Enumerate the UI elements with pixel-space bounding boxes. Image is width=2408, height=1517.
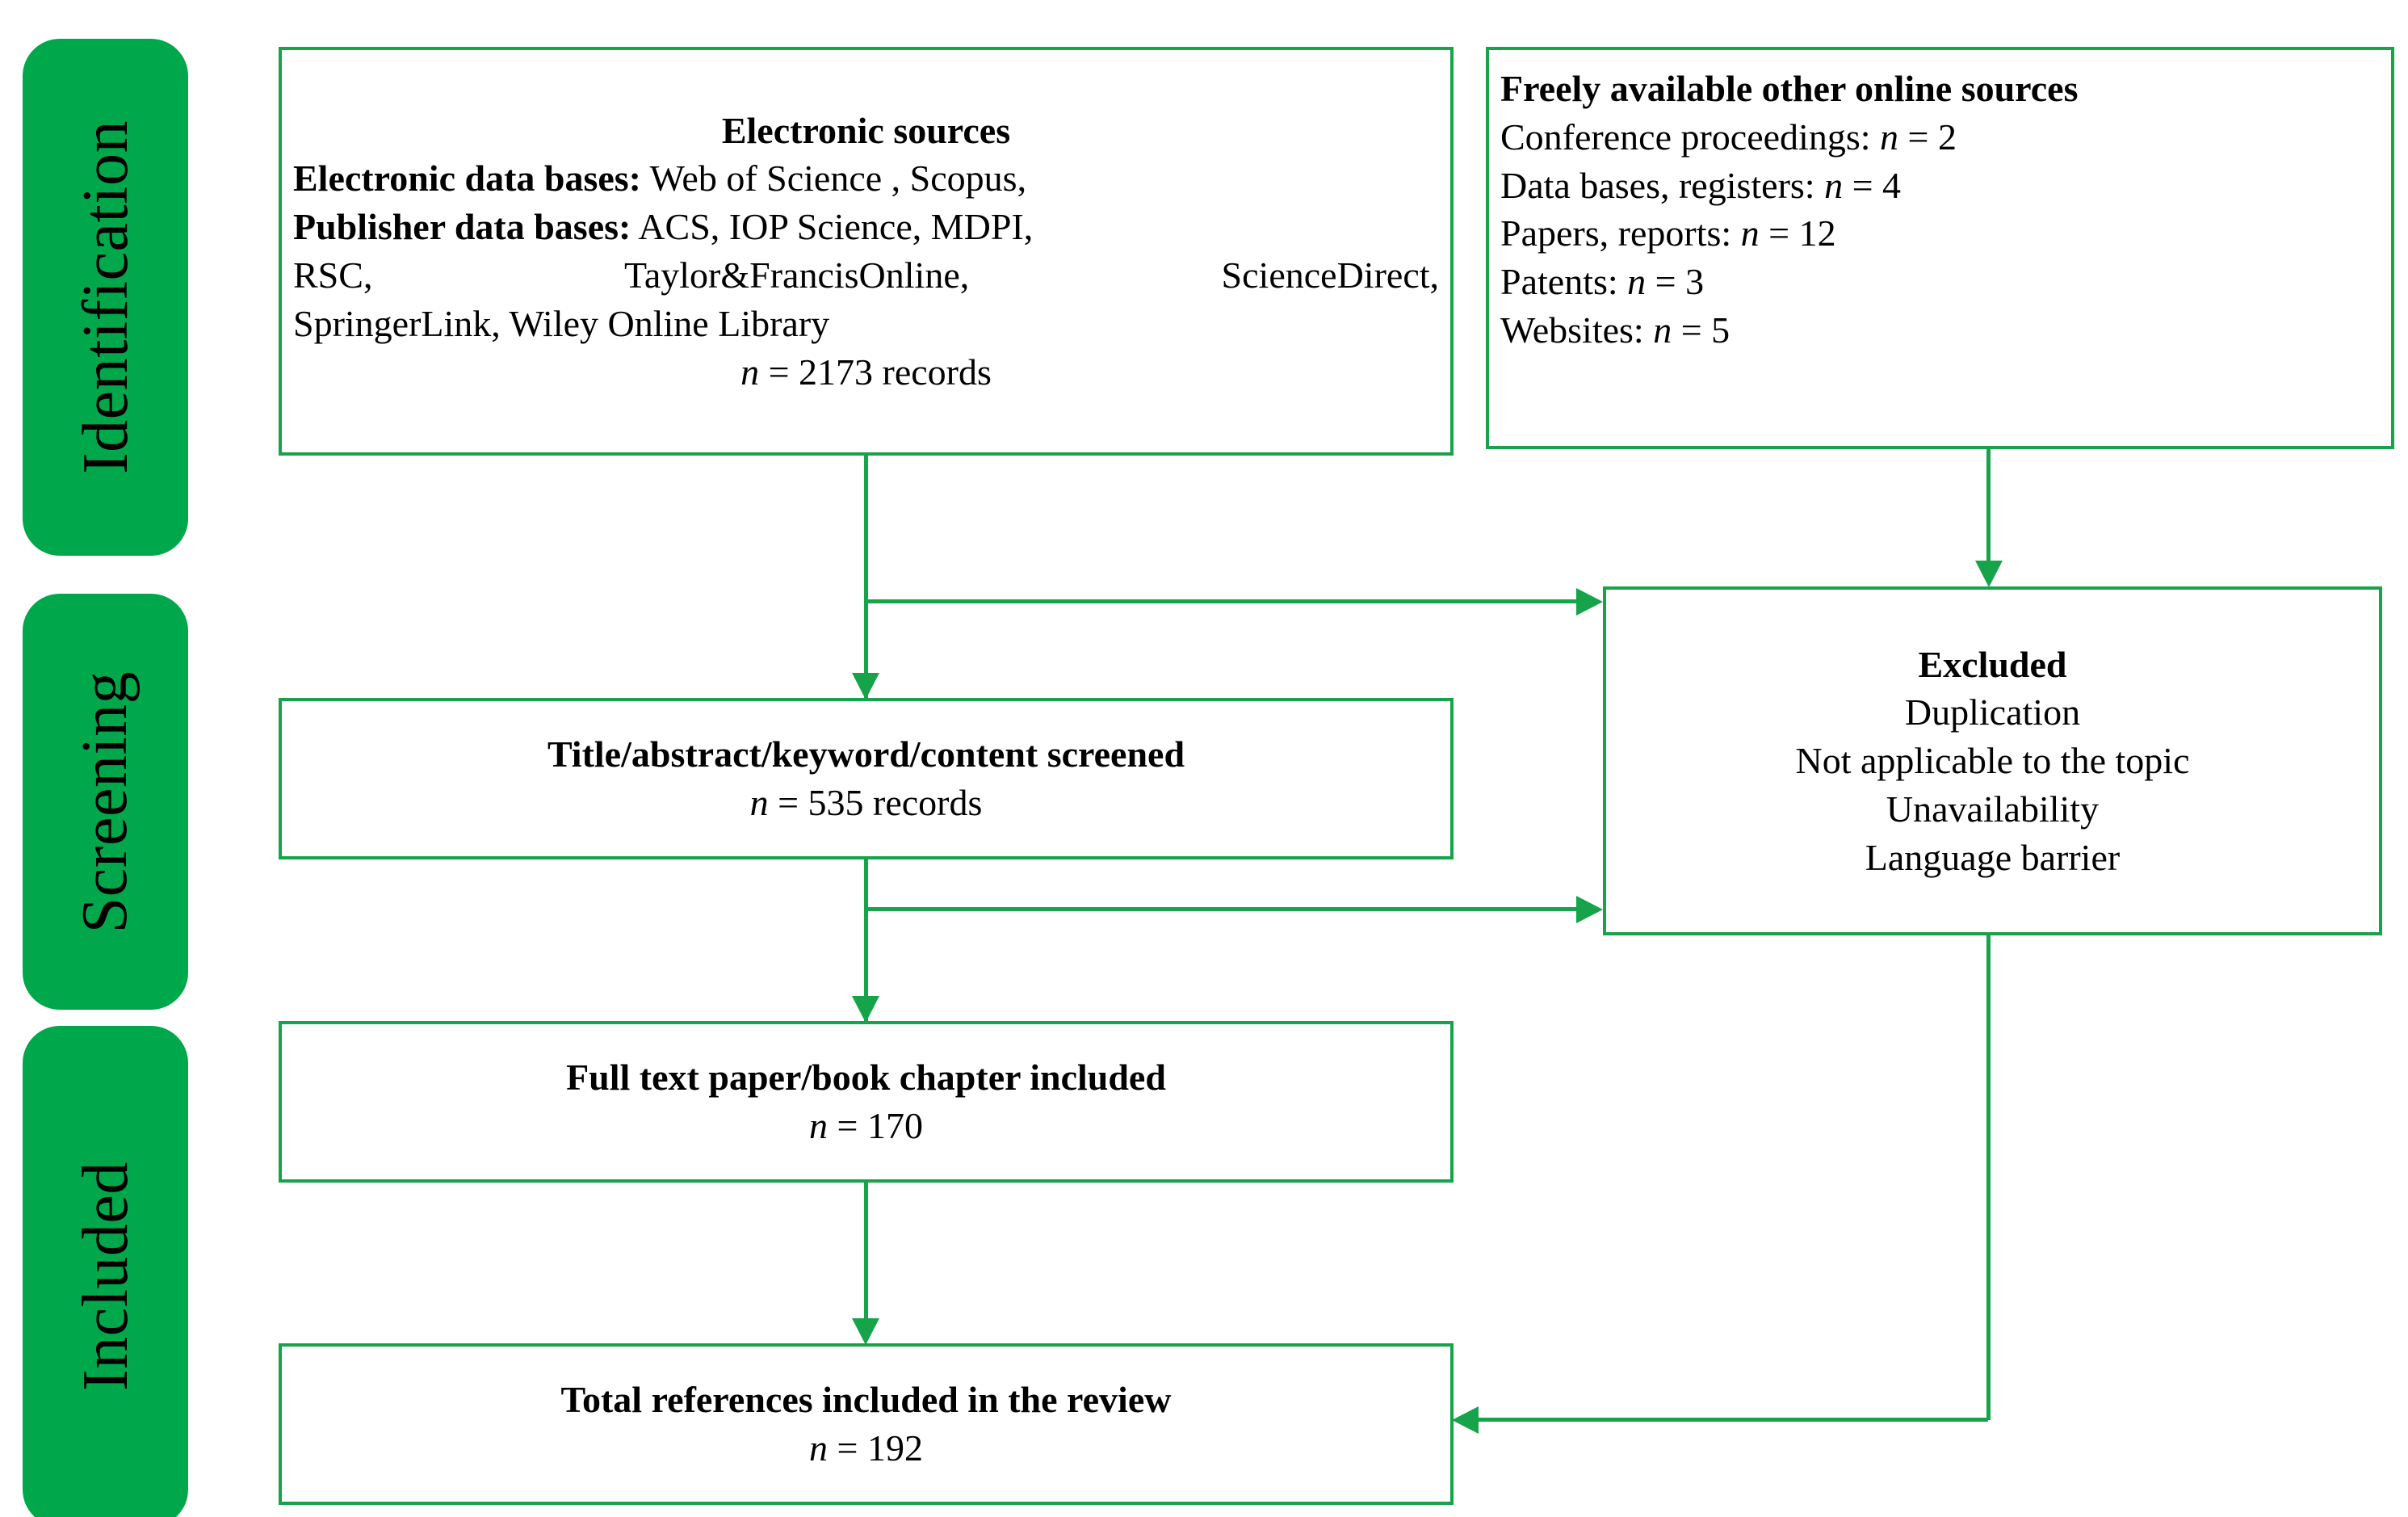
- connector-full-text-to-total-arrow: [852, 1318, 879, 1345]
- publisher-cont-sciencedirect: ScienceDirect,: [1221, 254, 1440, 296]
- stage-pill-identification: Identification: [23, 39, 188, 556]
- other-sources-item-value: = 3: [1646, 261, 1705, 303]
- other-sources-item-n: n: [1740, 212, 1760, 254]
- screened-count-value: = 535 records: [768, 782, 983, 823]
- electronic-sources-heading: Electronic sources: [721, 109, 1011, 151]
- other-sources-item-n: n: [1627, 261, 1647, 303]
- publisher-databases-line: Publisher data bases: ACS, IOP Science, …: [293, 203, 1439, 251]
- publisher-databases-continuation-2: SpringerLink, Wiley Online Library: [293, 302, 830, 344]
- connector-screened-to-excluded-arrow: [1576, 896, 1603, 923]
- other-sources-item: Data bases, registers: n = 4: [1500, 162, 2380, 210]
- connector-screened-down-trunk: [864, 859, 868, 1021]
- box-other-online-sources: Freely available other online sources Co…: [1486, 47, 2394, 449]
- electronic-databases-label: Electronic data bases:: [293, 158, 642, 200]
- other-sources-item-label: Papers, reports:: [1500, 212, 1741, 254]
- box-electronic-sources: Electronic sources Electronic data bases…: [279, 47, 1454, 456]
- other-sources-item-n: n: [1880, 116, 1899, 158]
- screened-count-n: n: [749, 782, 769, 823]
- electronic-databases-line: Electronic data bases: Web of Science , …: [293, 154, 1439, 203]
- connector-electronic-to-excluded-line: [864, 599, 1579, 603]
- other-sources-item-n: n: [1653, 309, 1672, 351]
- screened-heading: Title/abstract/keyword/content screened: [547, 733, 1185, 775]
- stage-pill-screening: Screening: [23, 594, 188, 1010]
- other-sources-item: Papers, reports: n = 12: [1500, 209, 2380, 258]
- publisher-databases-continuation-1: RSC, Taylor&FrancisOnline, ScienceDirect…: [293, 251, 1439, 300]
- other-sources-item-n: n: [1824, 164, 1844, 206]
- other-sources-item-value: = 5: [1672, 309, 1730, 351]
- connector-excluded-to-total-line: [1478, 1418, 1988, 1422]
- total-references-count-value: = 192: [828, 1427, 923, 1469]
- other-sources-item: Conference proceedings: n = 2: [1500, 113, 2380, 162]
- other-sources-item-label: Patents:: [1500, 261, 1628, 303]
- other-sources-item-label: Conference proceedings:: [1500, 116, 1881, 158]
- other-sources-item-label: Data bases, registers:: [1500, 164, 1825, 206]
- connector-full-text-down-line: [864, 1183, 868, 1320]
- electronic-sources-count-value: = 2173 records: [759, 351, 992, 393]
- other-sources-item-value: = 12: [1759, 212, 1836, 254]
- other-sources-heading: Freely available other online sources: [1500, 68, 2079, 109]
- excluded-heading: Excluded: [1918, 643, 2067, 685]
- box-screened: Title/abstract/keyword/content screened …: [279, 698, 1454, 859]
- full-text-heading: Full text paper/book chapter included: [566, 1057, 1166, 1099]
- connector-excluded-to-total-arrow: [1452, 1406, 1479, 1434]
- stage-label-screening: Screening: [69, 670, 141, 933]
- full-text-count-value: = 170: [828, 1105, 923, 1146]
- publisher-databases-value: ACS, IOP Science, MDPI,: [631, 206, 1034, 248]
- other-sources-item-value: = 4: [1843, 164, 1902, 206]
- connector-electronic-to-screened-arrow: [852, 673, 879, 700]
- stage-label-included: Included: [69, 1162, 141, 1391]
- excluded-reason: Duplication: [1904, 691, 2081, 733]
- electronic-sources-count-n: n: [740, 351, 760, 393]
- screened-count: n = 535 records: [293, 779, 1439, 827]
- excluded-reason: Not applicable to the topic: [1795, 740, 2190, 782]
- box-full-text: Full text paper/book chapter included n …: [279, 1021, 1454, 1183]
- full-text-count: n = 170: [293, 1102, 1439, 1150]
- publisher-cont-taylor: Taylor&FrancisOnline,: [623, 254, 970, 296]
- connector-screened-to-excluded-line: [864, 907, 1579, 911]
- connector-other-sources-to-excluded-arrow: [1975, 561, 2003, 587]
- full-text-count-n: n: [809, 1105, 829, 1146]
- other-sources-item: Websites: n = 5: [1500, 306, 2380, 355]
- stage-label-identification: Identification: [69, 120, 141, 474]
- total-references-count: n = 192: [293, 1424, 1439, 1473]
- stage-pill-included: Included: [23, 1026, 188, 1517]
- electronic-sources-count: n = 2173 records: [293, 348, 1439, 397]
- connector-excluded-down-line: [1986, 935, 1991, 1420]
- publisher-cont-rsc: RSC,: [293, 254, 373, 296]
- box-total-references: Total references included in the review …: [279, 1343, 1454, 1505]
- other-sources-item-value: = 2: [1898, 116, 1957, 158]
- box-excluded: Excluded Duplication Not applicable to t…: [1603, 586, 2382, 935]
- publisher-databases-label: Publisher data bases:: [293, 206, 631, 248]
- total-references-heading: Total references included in the review: [560, 1379, 1172, 1421]
- connector-electronic-to-excluded-arrow: [1576, 588, 1603, 616]
- total-references-count-n: n: [809, 1427, 829, 1469]
- other-sources-item: Patents: n = 3: [1500, 258, 2380, 306]
- connector-electronic-down-trunk: [864, 456, 868, 698]
- other-sources-item-label: Websites:: [1500, 309, 1654, 351]
- excluded-reason: Language barrier: [1865, 836, 2121, 878]
- excluded-reason: Unavailability: [1886, 788, 2100, 830]
- electronic-databases-value: Web of Science , Scopus,: [641, 158, 1027, 200]
- connector-screened-to-full-text-arrow: [852, 996, 879, 1023]
- connector-other-sources-down-line: [1986, 449, 1991, 562]
